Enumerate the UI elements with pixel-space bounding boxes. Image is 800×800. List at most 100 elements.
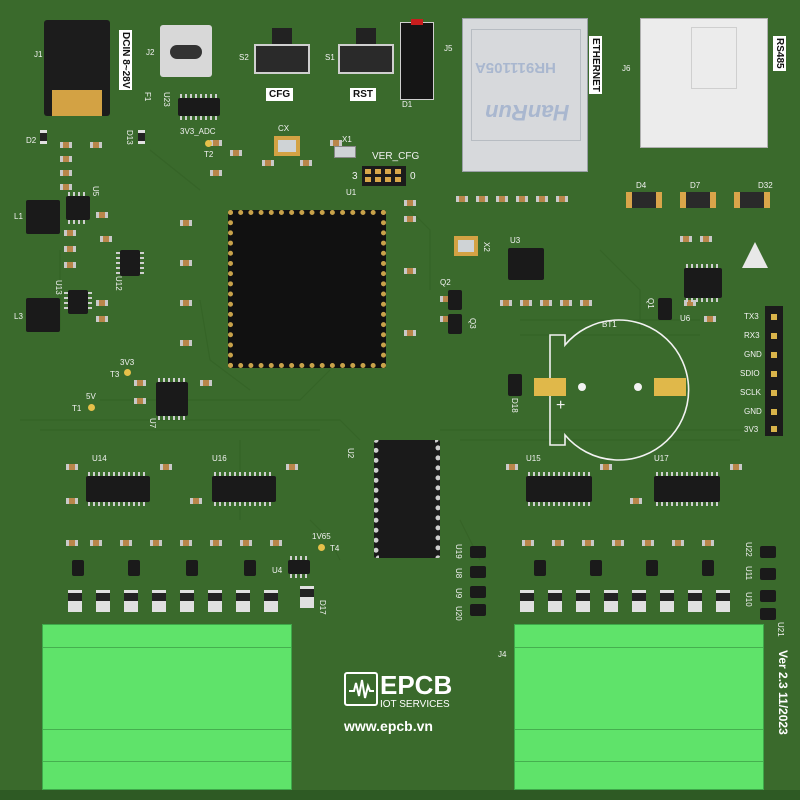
ethernet-jack: HR911105A HanRun bbox=[462, 18, 588, 172]
diode bbox=[96, 590, 110, 612]
capacitor bbox=[330, 140, 342, 146]
label-d2: D2 bbox=[26, 136, 37, 145]
label-5v: 5V bbox=[86, 392, 96, 401]
capacitor bbox=[536, 196, 548, 202]
label-u21: U21 bbox=[776, 622, 785, 637]
dc-input-label: DCIN 8~28V bbox=[119, 30, 132, 91]
jack-part-number: HR911105A bbox=[475, 59, 556, 76]
label-d1: D1 bbox=[402, 100, 413, 109]
capacitor bbox=[64, 230, 76, 236]
capacitor bbox=[180, 260, 192, 266]
jack-brand: HanRun bbox=[485, 100, 570, 125]
capacitor bbox=[96, 316, 108, 322]
capacitor bbox=[262, 160, 274, 166]
diode bbox=[124, 590, 138, 612]
ver-cfg-jumper[interactable] bbox=[362, 166, 406, 186]
diode bbox=[264, 590, 278, 612]
capacitor bbox=[684, 300, 696, 306]
capacitor bbox=[96, 212, 108, 218]
capacitor bbox=[180, 220, 192, 226]
label-j5: J5 bbox=[444, 44, 453, 53]
diode bbox=[520, 590, 534, 612]
label-x2: X2 bbox=[482, 242, 491, 252]
diode-d32 bbox=[734, 192, 770, 208]
capacitor bbox=[560, 300, 572, 306]
testpoint-t1 bbox=[88, 404, 95, 411]
diode-d2 bbox=[40, 130, 47, 144]
chip-u17 bbox=[654, 472, 720, 506]
terminal-block-left[interactable] bbox=[42, 624, 292, 790]
label-u3: U3 bbox=[510, 236, 521, 245]
transistor bbox=[702, 560, 714, 576]
capacitor bbox=[580, 300, 592, 306]
capacitor bbox=[456, 196, 468, 202]
ethernet-label: ETHERNET bbox=[589, 36, 602, 94]
terminal-block-right[interactable] bbox=[514, 624, 764, 790]
label-f1: F1 bbox=[143, 92, 152, 102]
label-cx: CX bbox=[278, 124, 290, 133]
label-q2: Q2 bbox=[440, 278, 451, 287]
label-u11: U11 bbox=[744, 566, 753, 581]
label-q1: Q1 bbox=[646, 298, 655, 309]
diode bbox=[576, 590, 590, 612]
label-u15: U15 bbox=[526, 454, 541, 463]
transistor bbox=[534, 560, 546, 576]
capacitor bbox=[630, 498, 642, 504]
label-u20: U20 bbox=[454, 606, 463, 621]
capacitor bbox=[704, 316, 716, 322]
capacitor bbox=[64, 262, 76, 268]
label-j4: J4 bbox=[498, 650, 507, 659]
diode bbox=[208, 590, 222, 612]
capacitor bbox=[64, 246, 76, 252]
label-d4: D4 bbox=[636, 181, 647, 190]
chip-u13 bbox=[64, 290, 92, 314]
diode-d4 bbox=[626, 192, 662, 208]
testpoint-t4 bbox=[318, 544, 325, 551]
chip-u2 bbox=[374, 440, 440, 558]
capacitor bbox=[556, 196, 568, 202]
chip-u5 bbox=[66, 192, 90, 224]
cfg-button[interactable] bbox=[254, 28, 310, 74]
logo-brand: EPCB bbox=[380, 670, 453, 700]
label-ver-cfg: VER_CFG bbox=[372, 151, 420, 162]
chip-u21 bbox=[760, 608, 776, 620]
crystal-x1 bbox=[334, 146, 356, 158]
diode bbox=[632, 590, 646, 612]
debug-header[interactable] bbox=[765, 306, 783, 436]
capacitor bbox=[404, 330, 416, 336]
capacitor bbox=[60, 156, 72, 162]
capacitor bbox=[496, 196, 508, 202]
testpoint-t2 bbox=[205, 140, 212, 147]
battery-pad-left bbox=[534, 378, 566, 396]
header-pin-3v3: 3V3 bbox=[744, 425, 759, 434]
diode-d17 bbox=[300, 586, 314, 608]
label-l3: L3 bbox=[14, 312, 23, 321]
logo-url: www.epcb.vn bbox=[344, 718, 433, 734]
chip-u12 bbox=[116, 250, 144, 276]
capacitor bbox=[190, 498, 202, 504]
diode bbox=[660, 590, 674, 612]
label-u10: U10 bbox=[744, 592, 753, 607]
rst-button[interactable] bbox=[338, 28, 394, 74]
capacitor bbox=[404, 268, 416, 274]
capacitor bbox=[600, 464, 612, 470]
chip-u6 bbox=[684, 264, 722, 302]
chip-u8 bbox=[470, 566, 486, 578]
diode bbox=[236, 590, 250, 612]
transistor bbox=[72, 560, 84, 576]
chip-u14 bbox=[86, 472, 150, 506]
label-j1: J1 bbox=[34, 50, 43, 59]
capacitor bbox=[404, 200, 416, 206]
label-t4: T4 bbox=[330, 544, 340, 553]
label-u22: U22 bbox=[744, 542, 753, 557]
transistor bbox=[244, 560, 256, 576]
diode bbox=[548, 590, 562, 612]
capacitor bbox=[440, 316, 452, 322]
capacitor bbox=[500, 300, 512, 306]
capacitor bbox=[286, 464, 298, 470]
label-u17: U17 bbox=[654, 454, 669, 463]
header-pin-gnd: GND bbox=[744, 350, 762, 359]
capacitor bbox=[60, 184, 72, 190]
capacitor bbox=[730, 464, 742, 470]
